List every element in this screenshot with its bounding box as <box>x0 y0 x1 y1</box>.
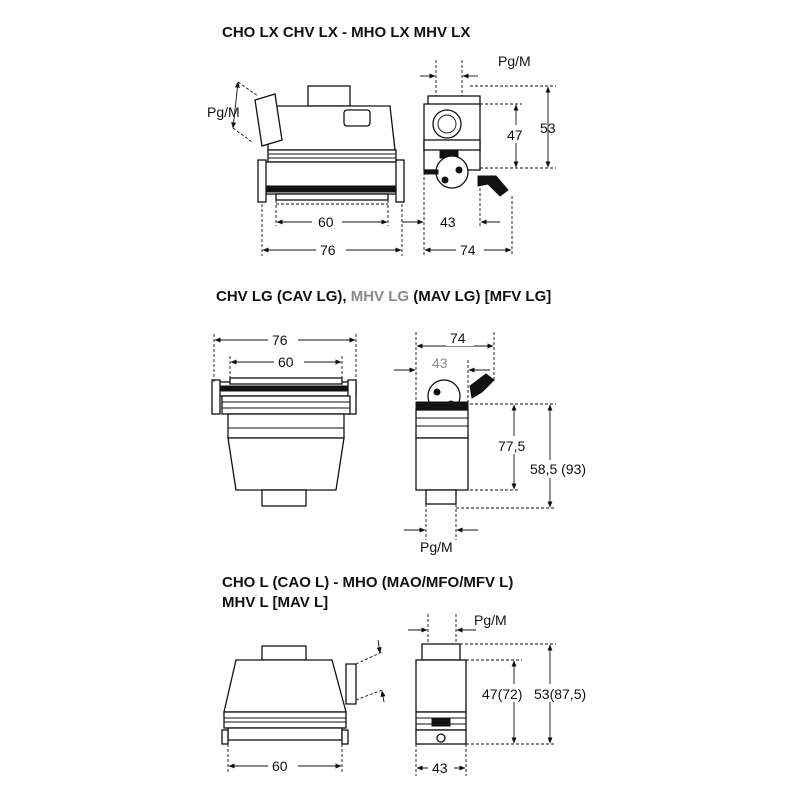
lg-dim-height-total: 58,5 (93) <box>530 461 586 477</box>
gasket-strip <box>275 193 389 201</box>
section-2-side-view: 74 43 77,5 58,5 (93) Pg/M <box>394 328 592 555</box>
l-base <box>227 727 343 741</box>
section-1-side-view: Pg/M 47 53 43 74 <box>402 53 556 258</box>
lg-gasket <box>229 377 343 385</box>
hood-band <box>267 149 397 163</box>
section-2-title-muted: MHV LG <box>351 288 409 305</box>
cable-entry-circle <box>432 109 462 139</box>
base-flange <box>261 185 403 193</box>
l-side-body <box>415 659 467 713</box>
l-hood-band <box>223 711 347 729</box>
section-2-lg: CHV LG (CAV LG), MHV LG (MAV LG) [MFV LG… <box>211 288 592 555</box>
section-3-l: CHO L (CAO L) - MHO (MAO/MFO/MFV L) MHV … <box>221 574 598 776</box>
angled-cable-entry <box>254 93 283 147</box>
l-dim-depth: 43 <box>432 760 448 776</box>
l-top-boss <box>261 645 307 661</box>
l-hood-body <box>223 659 347 713</box>
locking-lever <box>435 155 469 189</box>
section-3-front-view: 60 <box>221 639 386 774</box>
hood-body <box>267 105 396 151</box>
lg-side-upper <box>415 409 469 439</box>
section-3-title-line2: MHV L [MAV L] <box>222 594 328 611</box>
right-clip <box>395 159 405 203</box>
hood-window <box>343 109 371 127</box>
l-dim-height-total: 53(87,5) <box>534 686 586 702</box>
lg-dim-depth-base: 43 <box>432 355 448 371</box>
dim-depth-total: 74 <box>460 242 476 258</box>
l-pg-label: Pg/M <box>474 612 507 628</box>
pg-label-left: Pg/M <box>207 104 240 120</box>
lg-side-boss <box>425 489 457 505</box>
section-1-front-view: Pg/M 60 76 <box>207 81 405 258</box>
dim-outer-width: 76 <box>320 242 336 258</box>
left-clip <box>257 159 267 203</box>
lg-dim-height-inner: 77,5 <box>498 438 525 454</box>
lg-left-clip <box>211 379 221 415</box>
lg-dim-inner-width: 60 <box>278 354 294 370</box>
section-1-title: CHO LX CHV LX - MHO LX MHV LX <box>222 24 470 41</box>
section-2-front-view: 76 60 <box>211 330 357 507</box>
lg-dim-outer-width: 76 <box>272 332 288 348</box>
dim-height-inner: 47 <box>507 127 523 143</box>
lg-bottom-boss <box>261 489 307 507</box>
section-3-side-view: Pg/M 47(72) 53(87,5) 43 <box>408 612 598 776</box>
l-side-entry <box>345 663 357 705</box>
pg-label-top: Pg/M <box>498 53 531 69</box>
lg-lever-handle <box>469 373 495 399</box>
section-1-lx: CHO LX CHV LX - MHO LX MHV LX Pg/M <box>207 24 556 258</box>
lg-mid-band <box>227 413 345 439</box>
dim-inner-width: 60 <box>318 214 334 230</box>
top-cable-boss <box>307 85 351 107</box>
l-dim-width: 60 <box>272 758 288 774</box>
l-side-top-boss <box>421 643 461 661</box>
dim-height-total: 53 <box>540 120 556 136</box>
section-2-title: CHV LG (CAV LG), MHV LG (MAV LG) [MFV LG… <box>216 288 551 305</box>
lever-handle <box>477 175 509 197</box>
lg-side-body <box>415 437 469 491</box>
lg-dim-depth-total: 74 <box>450 330 466 346</box>
l-side-pin <box>436 733 446 743</box>
lg-hood-body <box>227 437 345 491</box>
section-3-title-line1: CHO L (CAO L) - MHO (MAO/MFO/MFV L) <box>222 574 513 591</box>
lg-pg-label: Pg/M <box>420 539 453 555</box>
l-dim-height-inner: 47(72) <box>482 686 522 702</box>
dim-depth-base: 43 <box>440 214 456 230</box>
